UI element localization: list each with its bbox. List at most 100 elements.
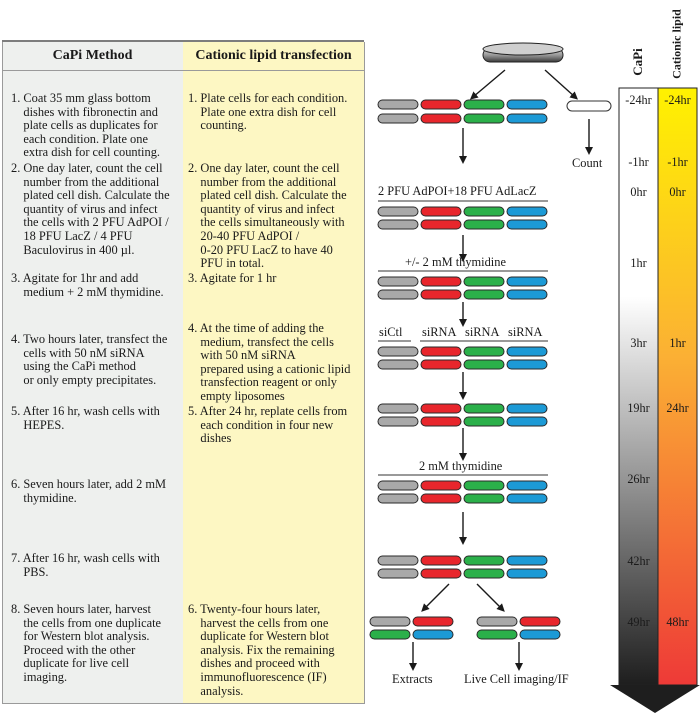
capi-column-title: CaPi Method bbox=[2, 42, 183, 71]
lipid-timeline-title: Cationic lipid bbox=[669, 9, 684, 79]
dish-group6-row0-1 bbox=[420, 555, 462, 566]
dish-group6-row1-3 bbox=[506, 568, 548, 579]
dish-group6-row0-2 bbox=[463, 555, 505, 566]
dish-group5-row1-3 bbox=[506, 493, 548, 504]
dish-rows bbox=[369, 99, 561, 640]
dish-group3-row1-2 bbox=[463, 359, 505, 370]
dish-group5-row0-3 bbox=[506, 480, 548, 491]
capi-time-6: 26hr bbox=[627, 472, 650, 486]
dish-group4-row0-1 bbox=[420, 403, 462, 414]
capi-time-1: -1hr bbox=[628, 155, 649, 169]
dish-group3-row1-1 bbox=[420, 359, 462, 370]
lipid-step-2: 2. One day later, count the cell number … bbox=[188, 161, 347, 271]
live-imaging-label: Live Cell imaging/IF bbox=[464, 672, 569, 686]
capi-step-8: 8. Seven hours later, harvest the cells … bbox=[11, 602, 162, 684]
arrow-to-dishes bbox=[469, 69, 506, 100]
dish-group4-row0-2 bbox=[463, 403, 505, 414]
lipid-time-2: 0hr bbox=[669, 185, 686, 199]
dish-group5-row1-2 bbox=[463, 493, 505, 504]
dish-group0-row0-0 bbox=[377, 99, 419, 110]
virus-label: 2 PFU AdPOI+18 PFU AdLacZ bbox=[378, 184, 537, 198]
dish-group6-row1-0 bbox=[377, 568, 419, 579]
dish-group1-row0-3 bbox=[506, 206, 548, 217]
thymidine-label-2: 2 mM thymidine bbox=[419, 459, 503, 473]
dish-imaging-b-1 bbox=[519, 629, 561, 640]
dish-imaging-b-0 bbox=[476, 629, 518, 640]
thymidine-label-1: +/- 2 mM thymidine bbox=[405, 255, 506, 269]
dish-group6-row0-0 bbox=[377, 555, 419, 566]
dish-extracts-b-1 bbox=[412, 629, 454, 640]
dish-group0-row1-1 bbox=[420, 113, 462, 124]
dish-group3-row1-3 bbox=[506, 359, 548, 370]
dish-group6-row1-1 bbox=[420, 568, 462, 579]
dish-group0-row1-2 bbox=[463, 113, 505, 124]
lipid-time-4: 24hr bbox=[666, 401, 689, 415]
dish-group0-row1-0 bbox=[377, 113, 419, 124]
extracts-label: Extracts bbox=[392, 672, 433, 686]
lipid-time-0: -24hr bbox=[664, 93, 691, 107]
dish-group6-row1-2 bbox=[463, 568, 505, 579]
arrow-to-extracts-dishes bbox=[421, 583, 450, 612]
dish-group2-row1-2 bbox=[463, 289, 505, 300]
dish-group1-row1-0 bbox=[377, 219, 419, 230]
dish-group4-row0-3 bbox=[506, 403, 548, 414]
dish-group1-row0-1 bbox=[420, 206, 462, 217]
capi-step-2: 2. One day later, count the cell number … bbox=[11, 161, 170, 257]
dish-imaging-a-1 bbox=[519, 616, 561, 627]
dish-group2-row1-0 bbox=[377, 289, 419, 300]
timeline-arrowhead bbox=[610, 685, 700, 713]
capi-column bbox=[2, 42, 185, 704]
dish-group2-row0-3 bbox=[506, 276, 548, 287]
dish-group1-row1-2 bbox=[463, 219, 505, 230]
dish-group3-row1-0 bbox=[377, 359, 419, 370]
capi-step-1: 1. Coat 35 mm glass bottom dishes with f… bbox=[11, 91, 160, 160]
dish-group1-row1-3 bbox=[506, 219, 548, 230]
dish-group5-row1-0 bbox=[377, 493, 419, 504]
dish-group1-row0-2 bbox=[463, 206, 505, 217]
dish-group4-row1-0 bbox=[377, 416, 419, 427]
lipid-time-1: -1hr bbox=[667, 155, 688, 169]
dish-extracts-b-0 bbox=[369, 629, 411, 640]
dish-group4-row1-2 bbox=[463, 416, 505, 427]
dish-extracts-a-1 bbox=[412, 616, 454, 627]
sirna-label-sictl: siCtl bbox=[379, 325, 403, 339]
arrow-to-imaging-dishes bbox=[476, 583, 505, 612]
lipid-step-1: 1. Plate cells for each condition. Plate… bbox=[188, 91, 348, 133]
lipid-step-3: 3. Agitate for 1 hr bbox=[188, 271, 277, 285]
dish-group2-row1-3 bbox=[506, 289, 548, 300]
dish-group3-row0-3 bbox=[506, 346, 548, 357]
dish-group6-row0-3 bbox=[506, 555, 548, 566]
capi-step-4: 4. Two hours later, transfect the cells … bbox=[11, 332, 168, 387]
dish-group5-row0-0 bbox=[377, 480, 419, 491]
dish-group5-row0-2 bbox=[463, 480, 505, 491]
dish-group0-row0-2 bbox=[463, 99, 505, 110]
capi-timeline-title: CaPi bbox=[630, 48, 645, 76]
arrow-to-count bbox=[544, 69, 578, 100]
dish-group0-row0-1 bbox=[420, 99, 462, 110]
source-dish bbox=[482, 42, 564, 63]
dish-group0-row1-3 bbox=[506, 113, 548, 124]
lipid-timeline bbox=[657, 87, 698, 686]
dish-extracts-a-0 bbox=[369, 616, 411, 627]
capi-time-7: 42hr bbox=[627, 554, 650, 568]
dish-group2-row1-1 bbox=[420, 289, 462, 300]
lipid-time-5: 48hr bbox=[666, 615, 689, 629]
dish-group5-row0-1 bbox=[420, 480, 462, 491]
sirna-label-4: siRNA bbox=[508, 325, 543, 339]
sirna-label-2: siRNA bbox=[422, 325, 457, 339]
table-top-rule bbox=[2, 40, 364, 42]
dish-group4-row1-1 bbox=[420, 416, 462, 427]
dish-group4-row1-3 bbox=[506, 416, 548, 427]
dish-group1-row1-1 bbox=[420, 219, 462, 230]
dish-group3-row0-1 bbox=[420, 346, 462, 357]
capi-time-8: 49hr bbox=[627, 615, 650, 629]
dish-group2-row0-0 bbox=[377, 276, 419, 287]
capi-time-0: -24hr bbox=[625, 93, 652, 107]
count-dish bbox=[566, 100, 612, 112]
lipid-step-5: 5. After 24 hr, replate cells from each … bbox=[188, 404, 348, 446]
lipid-time-3: 1hr bbox=[669, 336, 686, 350]
dish-imaging-a-0 bbox=[476, 616, 518, 627]
capi-time-5: 19hr bbox=[627, 401, 650, 415]
capi-time-4: 3hr bbox=[630, 336, 647, 350]
